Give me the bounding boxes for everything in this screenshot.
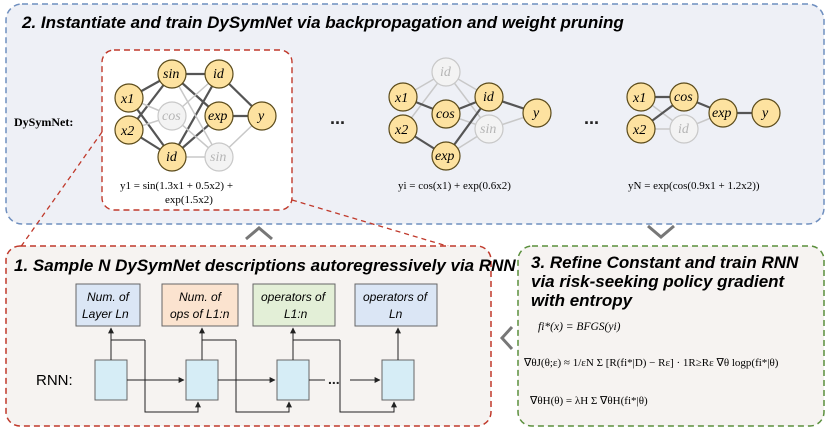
network1-node-x1: x1 xyxy=(114,83,144,113)
network2-node-x1: x1 xyxy=(388,82,418,112)
network3-equation: yN = exp(cos(0.9x1 + 1.2x2)) xyxy=(628,180,760,192)
svg-text:y: y xyxy=(256,109,265,124)
network2-node-cos: cos xyxy=(431,99,461,129)
rnn-arrows xyxy=(108,327,401,413)
svg-text:id: id xyxy=(678,122,690,137)
svg-text:id: id xyxy=(483,90,495,105)
svg-text:id: id xyxy=(440,65,452,80)
svg-text:cos: cos xyxy=(436,107,455,122)
svg-text:Num. of: Num. of xyxy=(179,290,223,304)
rnn-cell-4 xyxy=(381,359,415,401)
network1-node-x2: x2 xyxy=(114,115,144,145)
network1-equation-line1: y1 = sin(1.3x1 + 0.5x2) + xyxy=(120,180,233,192)
rnn-box-num-ops: Num. of ops of L1:n xyxy=(161,283,239,327)
network1-node-y: y xyxy=(247,101,277,131)
dysymnet-label: DySymNet: xyxy=(14,115,73,129)
svg-text:sin: sin xyxy=(163,67,179,82)
svg-text:L1:n: L1:n xyxy=(284,307,308,321)
chevron-up-icon xyxy=(245,226,273,241)
ellipsis-1: ... xyxy=(330,108,345,128)
svg-text:sin: sin xyxy=(480,122,496,137)
network1-node-cos: cos xyxy=(157,101,187,131)
title-refine-line2: via risk-seeking policy gradient xyxy=(531,272,786,291)
svg-text:x2: x2 xyxy=(394,123,408,138)
equation-bfgs: fi*(x) = BFGS(yi) xyxy=(538,321,621,333)
network1-node-exp: exp xyxy=(204,101,234,131)
network3-node-x1: x1 xyxy=(626,82,656,112)
rnn-ellipsis: ... xyxy=(328,371,340,387)
chevron-left-icon xyxy=(499,325,514,351)
network3-node-cos: cos xyxy=(669,82,699,112)
panel-refine xyxy=(517,245,825,427)
network2-node-y: y xyxy=(522,98,552,128)
svg-text:id: id xyxy=(213,67,225,82)
network1-node-sin2: sin xyxy=(204,142,234,172)
svg-text:Num. of: Num. of xyxy=(87,290,131,304)
svg-text:x1: x1 xyxy=(120,92,134,107)
title-refine-line3: with entropy xyxy=(531,291,634,310)
network2-node-id2: id xyxy=(474,82,504,112)
rnn-cell-3 xyxy=(276,359,310,401)
title-instantiate: 2. Instantiate and train DySymNet via ba… xyxy=(21,13,624,32)
ellipsis-2: ... xyxy=(584,108,599,128)
network3-node-x2: x2 xyxy=(626,114,656,144)
svg-text:ops of L1:n: ops of L1:n xyxy=(170,307,230,321)
svg-text:cos: cos xyxy=(162,109,181,124)
network3-node-exp: exp xyxy=(708,98,738,128)
network1-equation-line2: exp(1.5x2) xyxy=(165,194,213,206)
network2-node-x2: x2 xyxy=(388,114,418,144)
network2-node-id: id xyxy=(431,57,461,87)
svg-text:x1: x1 xyxy=(394,91,408,106)
connector-right xyxy=(291,199,475,255)
rnn-cell-1 xyxy=(94,359,128,401)
rnn-box-operators-all: operators of L1:n xyxy=(252,283,336,327)
network2-node-sin: sin xyxy=(474,114,504,144)
svg-text:id: id xyxy=(166,150,178,165)
svg-text:exp: exp xyxy=(208,109,227,124)
svg-text:x2: x2 xyxy=(120,124,134,139)
svg-text:y: y xyxy=(760,106,769,121)
network1-node-id2: id xyxy=(204,59,234,89)
network1-node-id: id xyxy=(157,142,187,172)
svg-text:y: y xyxy=(531,106,540,121)
title-refine-line1: 3. Refine Constant and train RNN xyxy=(531,253,799,272)
network2-node-exp: exp xyxy=(431,141,461,171)
svg-text:Ln: Ln xyxy=(389,307,403,321)
chevron-down-icon xyxy=(647,224,675,239)
equation-policy-gradient: ∇θJ(θ;ε) ≈ 1/εN Σ [R(fi*|D) − Rε] · 1R≥R… xyxy=(523,357,779,369)
network3-node-id: id xyxy=(669,114,699,144)
network1-node-sin: sin xyxy=(157,59,187,89)
svg-text:exp: exp xyxy=(435,149,454,164)
rnn-box-num-layers: Num. of Layer Ln xyxy=(75,283,141,327)
network3-node-y: y xyxy=(751,98,781,128)
network2-equation: yi = cos(x1) + exp(0.6x2) xyxy=(398,180,511,192)
svg-text:sin: sin xyxy=(210,150,226,165)
sample-highlight-box xyxy=(101,49,293,211)
svg-text:exp: exp xyxy=(712,106,731,121)
title-sample: 1. Sample N DySymNet descriptions autore… xyxy=(14,256,516,275)
rnn-box-operators-last: operators of Ln xyxy=(354,283,438,327)
equation-entropy: ∇θH(θ) = λH Σ ∇θH(fi*|θ) xyxy=(529,395,648,407)
svg-text:operators of: operators of xyxy=(261,290,327,304)
svg-text:operators of: operators of xyxy=(363,290,429,304)
svg-text:x1: x1 xyxy=(632,91,646,106)
rnn-cell-2 xyxy=(185,359,219,401)
svg-text:cos: cos xyxy=(674,90,693,105)
rnn-label: RNN: xyxy=(36,372,73,389)
svg-text:x2: x2 xyxy=(632,123,646,138)
svg-text:Layer Ln: Layer Ln xyxy=(82,307,129,321)
